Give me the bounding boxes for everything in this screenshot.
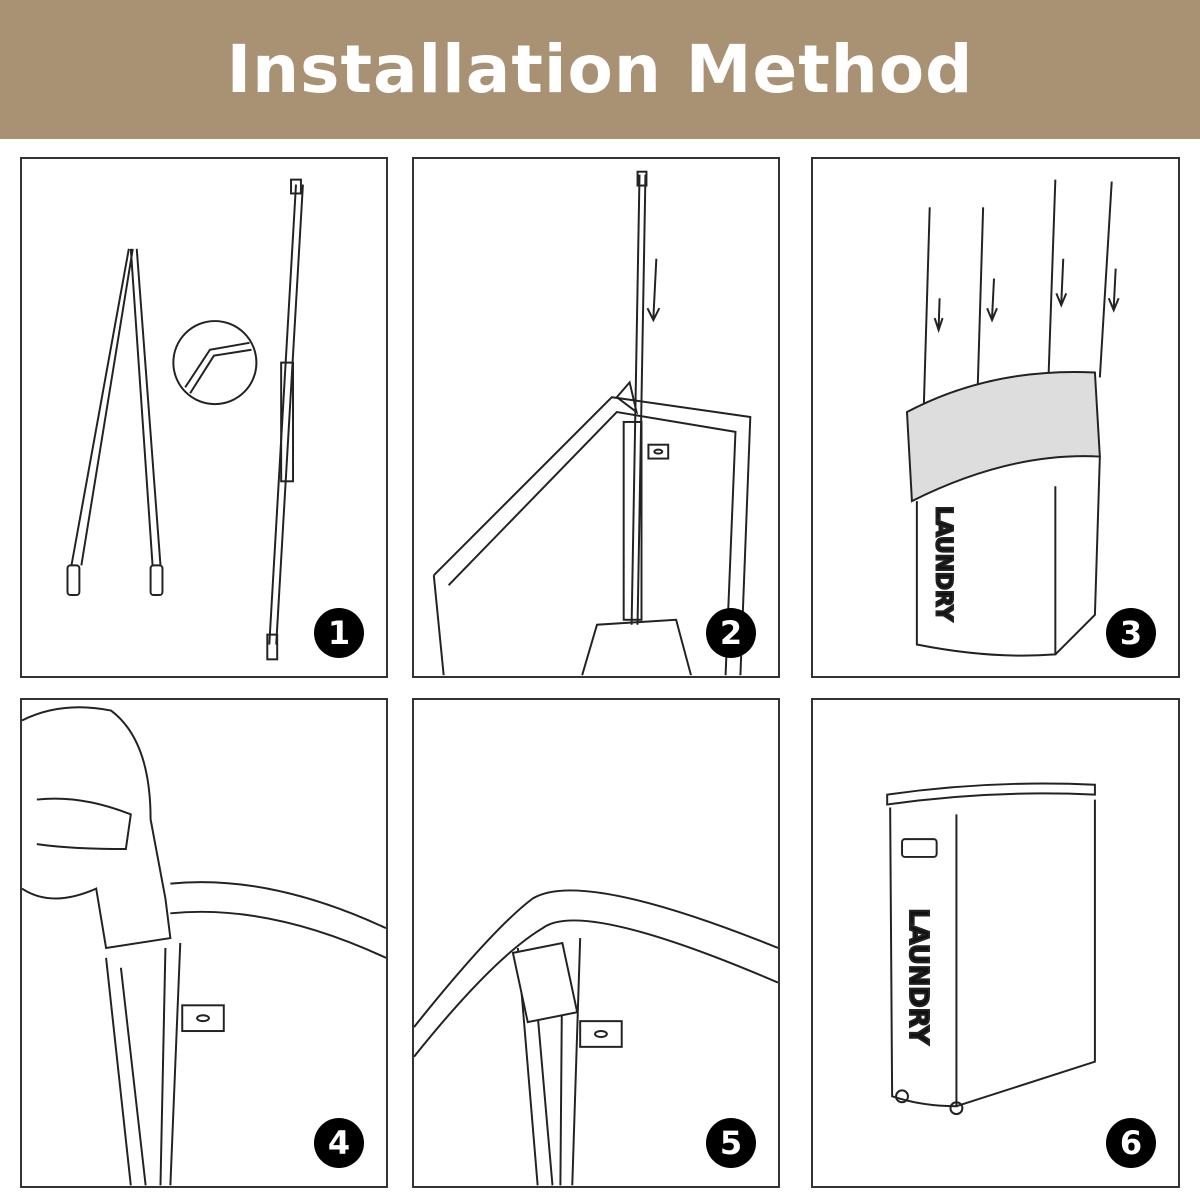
laundry-label: LAUNDRY — [931, 506, 956, 621]
folded-and-extended-poles-illustration — [66, 178, 304, 661]
step-5-panel: 5 — [412, 698, 780, 1188]
press-pole-into-corner-illustration — [22, 706, 386, 1186]
step-number-badge: 6 — [1106, 1118, 1156, 1168]
step-number-badge: 2 — [706, 608, 756, 658]
assembled-laundry-hamper-illustration: LAUNDRY — [886, 782, 1096, 1116]
step-2-panel: 2 — [412, 157, 780, 678]
step-number-badge: 3 — [1106, 608, 1156, 658]
page-title: Installation Method — [226, 31, 974, 108]
step-1-panel: 1 — [20, 157, 388, 678]
four-poles-insert-illustration: LAUNDRY — [905, 179, 1120, 657]
title-banner: Installation Method — [0, 0, 1200, 139]
insert-pole-illustration — [432, 170, 752, 676]
step-6-panel: LAUNDRY 6 — [811, 698, 1180, 1188]
laundry-label: LAUNDRY — [903, 908, 933, 1045]
step-number-badge: 4 — [314, 1118, 364, 1168]
step-3-panel: LAUNDRY 3 — [811, 157, 1180, 678]
step-4-panel: 4 — [20, 698, 388, 1188]
secure-velcro-illustration — [414, 889, 778, 1186]
step-number-badge: 5 — [706, 1118, 756, 1168]
step-number-badge: 1 — [314, 608, 364, 658]
